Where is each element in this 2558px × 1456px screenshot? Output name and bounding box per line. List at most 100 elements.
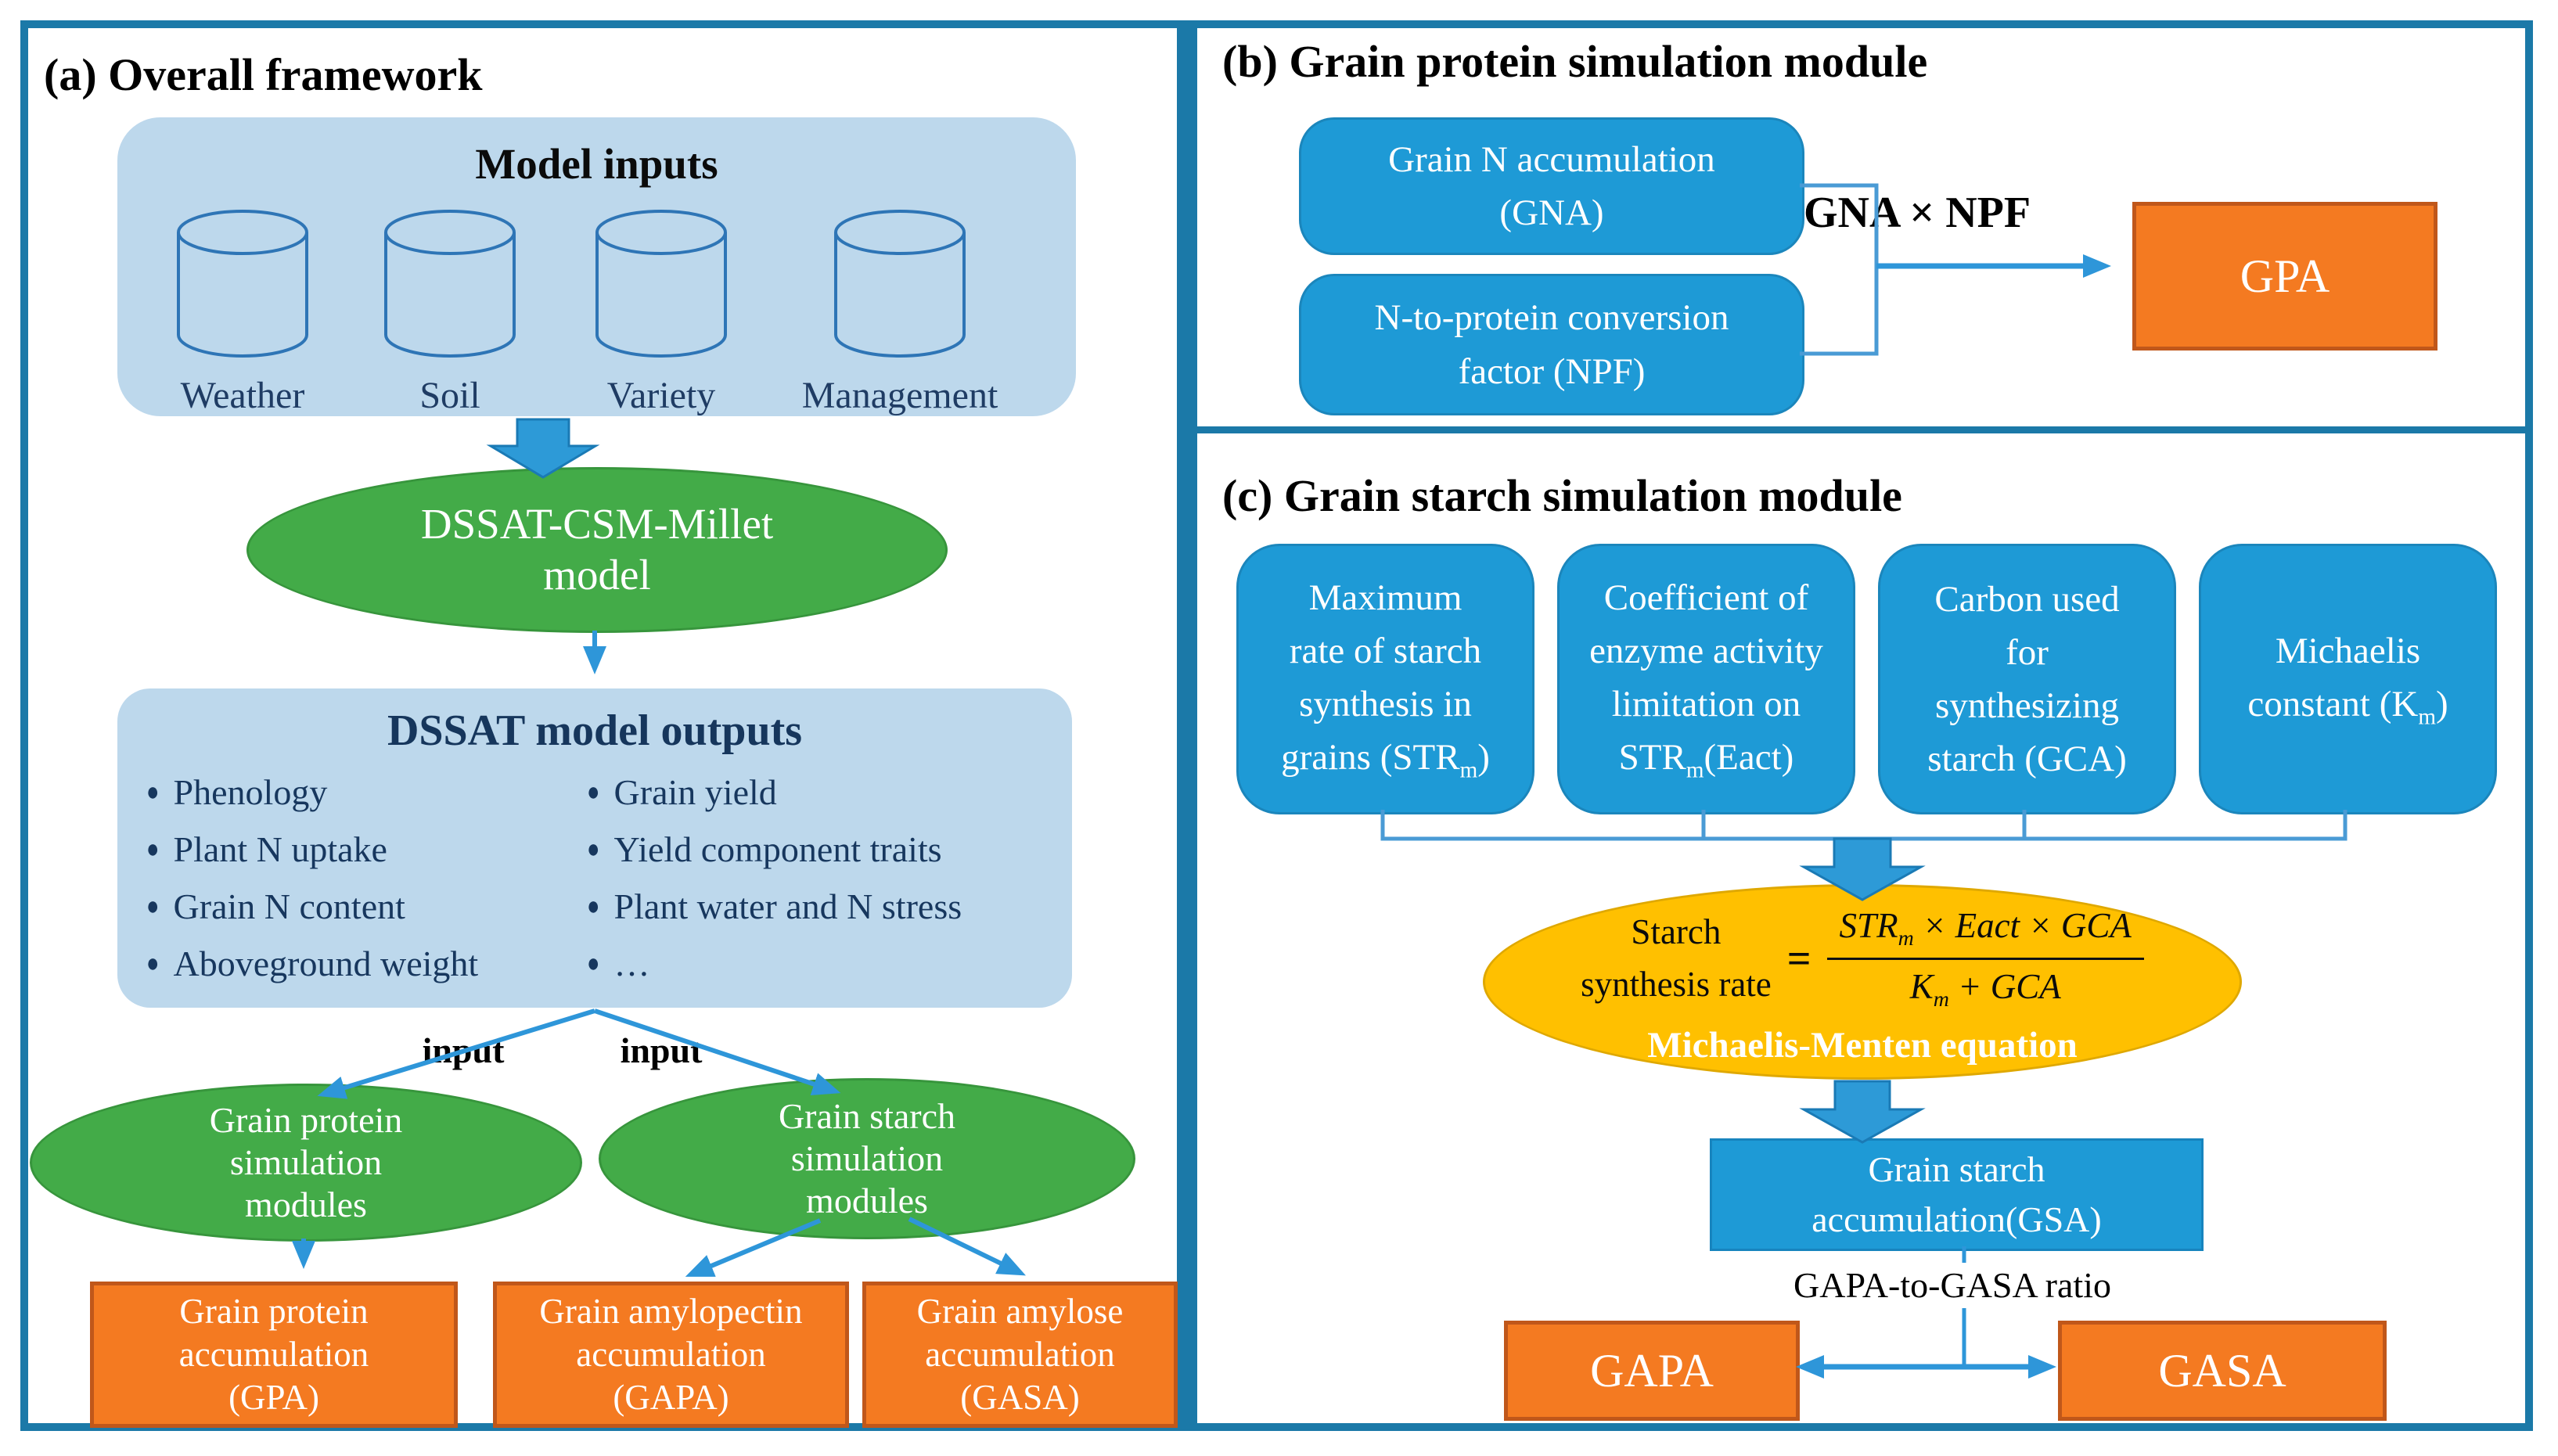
gsa-box-line: accumulation(GSA)	[1811, 1199, 2102, 1239]
param-box-line: for	[2006, 631, 2049, 673]
starch-sim-ellipse-line: modules	[806, 1181, 928, 1221]
param-box-line: Coefficient of	[1603, 577, 1809, 618]
output-item: ● …	[585, 943, 650, 984]
output-item-label: Plant N uptake	[173, 829, 387, 869]
gna-box-line: (GNA)	[1499, 192, 1604, 233]
fraction-denominator: Km + GCA	[1826, 957, 2144, 1012]
gapa-accumulation-box: Grain amylopectin accumulation (GAPA)	[493, 1282, 849, 1428]
param-box-line: rate of starch	[1289, 631, 1482, 672]
input-database-label: Soil	[419, 375, 480, 416]
gapa-gasa-ratio-label: GAPA-to-GASA ratio	[1678, 1264, 2226, 1306]
param-box-km: Michaelis constant (Km)	[2199, 544, 2497, 814]
protein-sim-ellipse: Grain protein simulation modules	[30, 1084, 582, 1242]
output-item-label: Phenology	[173, 772, 328, 812]
output-item: ● Plant water and N stress	[585, 886, 962, 927]
gapa-result-box: GAPA	[1504, 1321, 1800, 1421]
panel-b-title: (b) Grain protein simulation module	[1222, 36, 1928, 87]
panel-c-title: (c) Grain starch simulation module	[1222, 470, 1902, 521]
gasa-result-label: GASA	[2158, 1344, 2286, 1397]
fraction-numerator: STRm × Eact × GCA	[1839, 905, 2132, 951]
equals-sign: =	[1786, 935, 1811, 982]
param-box-line: synthesis in	[1299, 684, 1472, 725]
model-inputs-heading: Model inputs	[475, 140, 718, 188]
bullet-icon: ●	[146, 777, 160, 807]
gasa-accumulation-line: accumulation	[925, 1335, 1115, 1375]
param-box-line: STRm(Eact)	[1618, 737, 1794, 783]
output-item-label: …	[613, 944, 650, 983]
input-database-label: Variety	[606, 375, 716, 416]
gasa-accumulation-box: Grain amylose accumulation (GASA)	[862, 1282, 1178, 1428]
output-item: ● Plant N uptake	[145, 829, 387, 870]
formula-lhs: Starch synthesis rate	[1581, 906, 1772, 1012]
formula-fraction: STRm × Eact × GCA Km + GCA	[1826, 905, 2144, 1012]
dssat-outputs-heading: DSSAT model outputs	[387, 706, 803, 755]
output-item: ● Aboveground weight	[145, 943, 478, 984]
output-item: ● Yield component traits	[585, 829, 942, 870]
gsa-box: Grain starch accumulation(GSA)	[1710, 1138, 2204, 1251]
output-item: ● Grain N content	[145, 886, 405, 927]
bullet-icon: ●	[587, 834, 600, 864]
dssat-model-ellipse: DSSAT-CSM-Millet model	[246, 467, 948, 633]
npf-box-line: factor (NPF)	[1458, 351, 1646, 392]
gasa-accumulation-line: (GASA)	[960, 1377, 1080, 1417]
starch-sim-ellipse-line: simulation	[790, 1138, 944, 1178]
protein-sim-ellipse-line: modules	[245, 1185, 367, 1225]
output-item-label: Grain N content	[173, 886, 405, 926]
param-box-strm: Maximum rate of starch synthesis in grai…	[1236, 544, 1534, 814]
bullet-icon: ●	[146, 948, 160, 978]
panel-bc-horizontal-divider	[1197, 426, 2533, 433]
formula-lhs-line: synthesis rate	[1581, 965, 1772, 1004]
param-box-line: limitation on	[1611, 684, 1801, 725]
output-item: ● Grain yield	[585, 771, 777, 813]
formula-lhs-line: Starch	[1631, 911, 1722, 951]
starch-sim-ellipse-line: Grain starch	[778, 1095, 956, 1136]
gapa-result-label: GAPA	[1590, 1344, 1714, 1397]
param-box-line: starch (GCA)	[1927, 739, 2127, 780]
gpa-accumulation-line: Grain protein	[179, 1292, 369, 1332]
gna-box: Grain N accumulation (GNA)	[1299, 117, 1804, 255]
param-box-line: Carbon used	[1934, 578, 2120, 620]
gpa-accumulation-line: (GPA)	[228, 1377, 319, 1417]
output-item: ● Phenology	[145, 771, 327, 813]
gapa-accumulation-line: accumulation	[576, 1335, 766, 1375]
bullet-icon: ●	[587, 948, 600, 978]
bullet-icon: ●	[146, 891, 160, 921]
gpa-accumulation-line: accumulation	[178, 1335, 369, 1375]
dssat-outputs-box	[117, 688, 1072, 1008]
michaelis-ellipse: Starch synthesis rate = STRm × Eact × GC…	[1483, 884, 2242, 1080]
output-item-label: Plant water and N stress	[613, 886, 962, 926]
npf-box-line: N-to-protein conversion	[1374, 297, 1729, 339]
input-database-label: Weather	[180, 375, 305, 416]
starch-sim-ellipse: Grain starch simulation modules	[599, 1078, 1135, 1239]
bullet-icon: ●	[587, 891, 600, 921]
dssat-model-ellipse-line: DSSAT-CSM-Millet	[420, 500, 774, 548]
gapa-accumulation-line: Grain amylopectin	[539, 1292, 803, 1332]
param-box-line: grains (STRm)	[1281, 737, 1490, 783]
param-box-line: constant (Km)	[2247, 684, 2448, 730]
input-edge-label: input	[620, 1030, 703, 1070]
michaelis-caption: Michaelis-Menten equation	[1647, 1025, 2078, 1066]
gpa-result-label: GPA	[2240, 250, 2330, 302]
input-edge-label: input	[422, 1030, 505, 1070]
outer-border	[20, 20, 2533, 1431]
gasa-result-box: GASA	[2058, 1321, 2387, 1421]
output-item-label: Grain yield	[613, 772, 777, 812]
gna-box-line: Grain N accumulation	[1388, 138, 1715, 180]
gpa-result-box: GPA	[2132, 202, 2437, 351]
gna-npf-formula-label: GNA × NPF	[1803, 189, 2031, 237]
param-box-line: Michaelis	[2275, 631, 2421, 672]
gapa-accumulation-line: (GAPA)	[613, 1377, 729, 1417]
input-database-label: Management	[801, 375, 998, 416]
output-item-label: Yield component traits	[613, 829, 942, 869]
panel-vertical-divider	[1177, 20, 1197, 1431]
param-box-gca: Carbon used for synthesizing starch (GCA…	[1878, 544, 2176, 814]
dssat-model-ellipse-line: model	[543, 551, 651, 599]
bullet-icon: ●	[146, 834, 160, 864]
param-box-line: synthesizing	[1935, 685, 2119, 726]
protein-sim-ellipse-line: simulation	[229, 1141, 383, 1182]
gsa-box-line: Grain starch	[1868, 1149, 2045, 1189]
gasa-accumulation-line: Grain amylose	[916, 1292, 1124, 1332]
protein-sim-ellipse-line: Grain protein	[209, 1099, 403, 1140]
output-item-label: Aboveground weight	[173, 944, 479, 983]
